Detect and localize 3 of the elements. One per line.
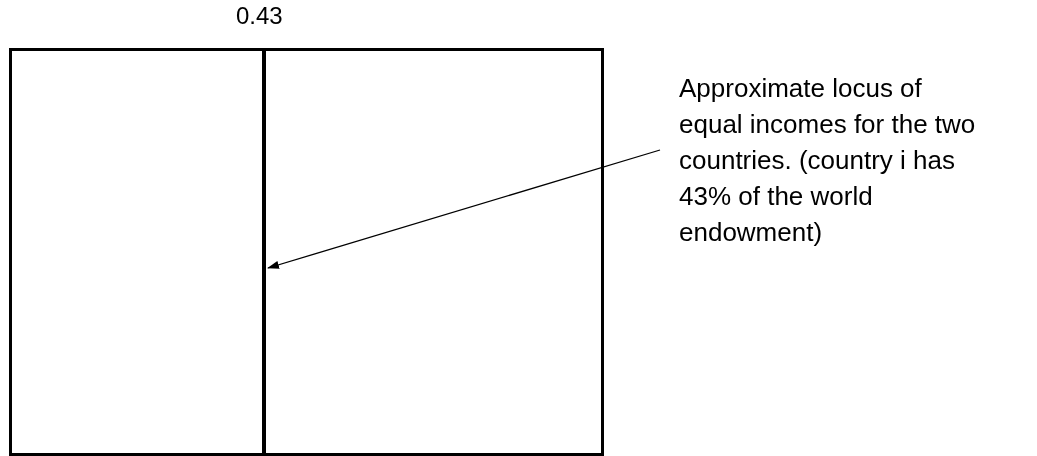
leader-arrow: [267, 149, 661, 269]
axis-value-label: 0.43: [236, 2, 283, 30]
annotation-text: Approximate locus of equal incomes for the two countries. (country i has 43% of the world endowment): [679, 70, 979, 250]
